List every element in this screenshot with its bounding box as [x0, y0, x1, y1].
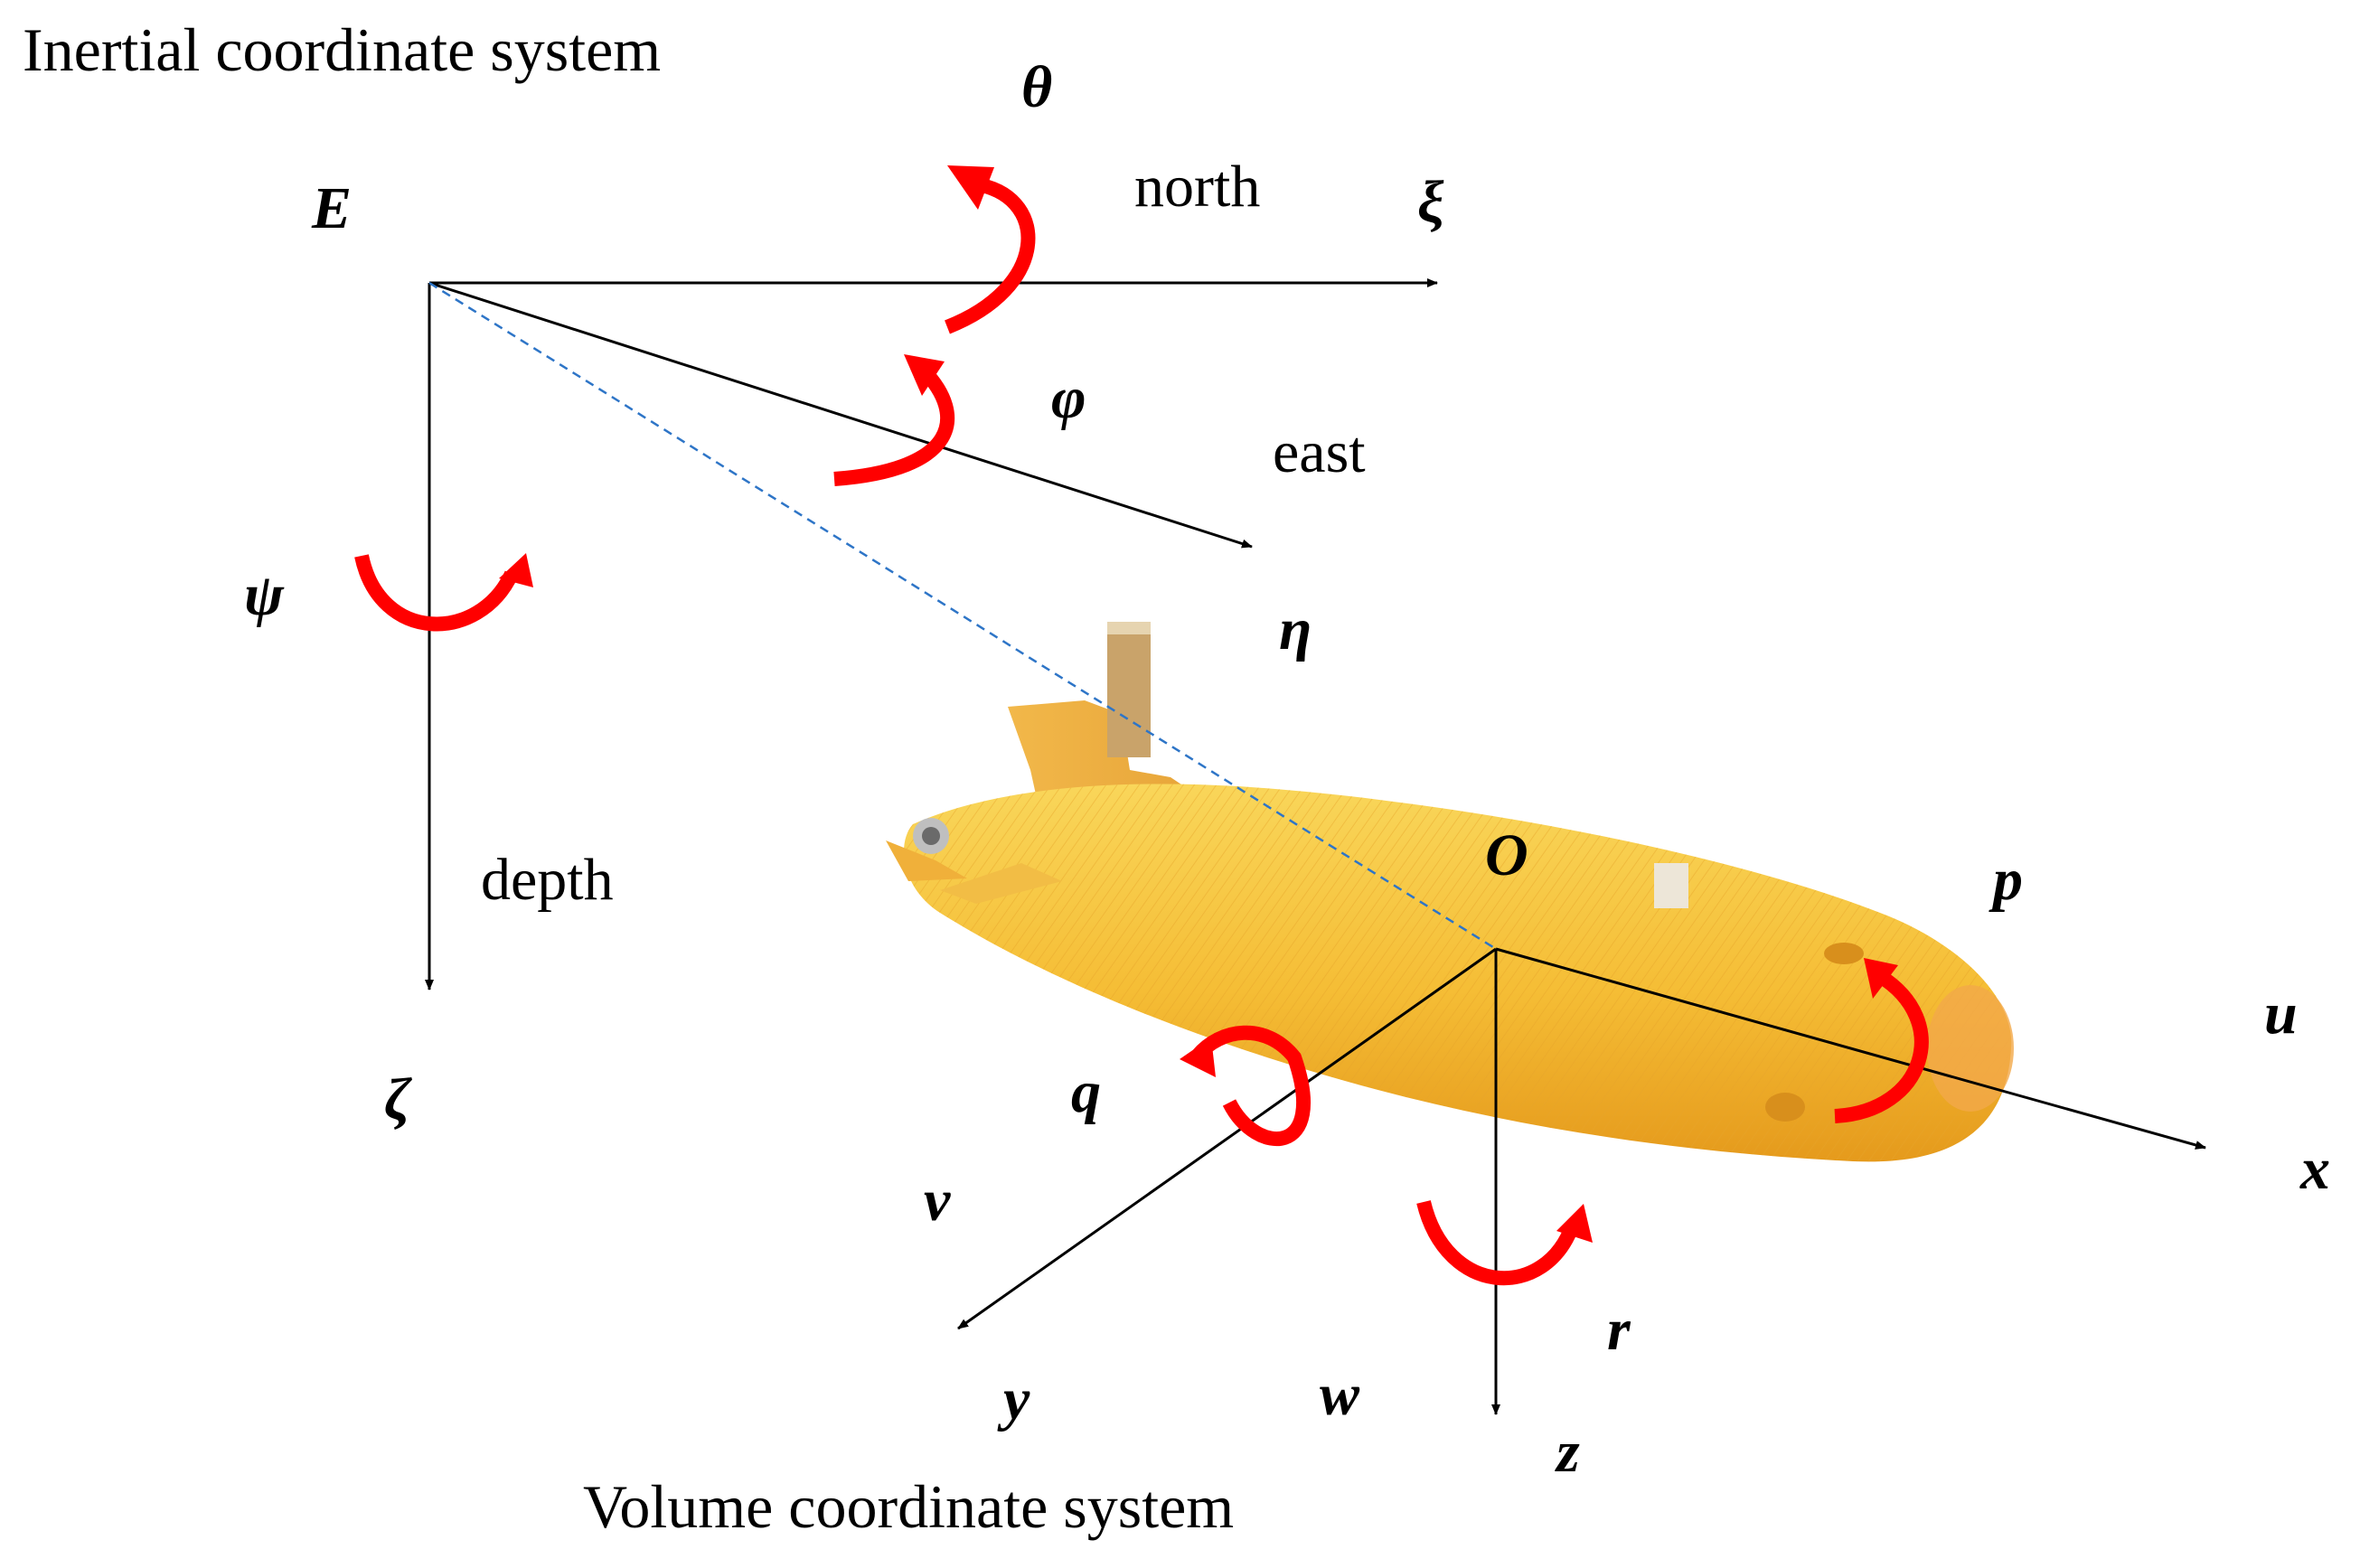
phi-label: φ [1051, 365, 1086, 431]
origin-e-label: E [311, 175, 352, 241]
r-label: r [1607, 1297, 1631, 1363]
eta-axis [428, 281, 1253, 549]
x-axis-label: x [2299, 1136, 2330, 1202]
position-vector [428, 281, 1497, 951]
pitch-q-rotation-icon [1180, 1025, 1312, 1147]
auv-vehicle-icon [886, 622, 2014, 1162]
pitch-theta-rotation-icon [945, 165, 1036, 334]
y-axis-label: y [997, 1366, 1030, 1432]
z-axis-label: z [1555, 1419, 1580, 1485]
u-label: u [2264, 981, 2298, 1047]
roll-p-rotation-icon [1834, 958, 1929, 1123]
east-label: east [1273, 419, 1366, 485]
v-label: v [924, 1168, 951, 1234]
theta-label: θ [1021, 54, 1052, 120]
yaw-psi-rotation-icon [354, 553, 533, 632]
w-label: w [1320, 1362, 1360, 1428]
depth-label: depth [481, 847, 614, 913]
body-frame-title: Volume coordinate system [583, 1472, 1234, 1541]
north-label: north [1134, 154, 1260, 220]
yaw-r-rotation-icon [1416, 1200, 1593, 1286]
y-axis [957, 947, 1497, 1330]
q-label: q [1071, 1059, 1101, 1125]
origin-o-label: O [1485, 822, 1528, 888]
eta-axis-label: η [1279, 596, 1312, 662]
x-axis [1495, 947, 2206, 1150]
inertial-frame-title: Inertial coordinate system [23, 15, 661, 84]
roll-phi-rotation-icon [833, 354, 955, 486]
p-label: p [1989, 847, 2023, 913]
psi-label: ψ [244, 562, 285, 628]
xi-axis-label: ξ [1417, 169, 1444, 235]
zeta-axis-label: ζ [384, 1066, 412, 1132]
